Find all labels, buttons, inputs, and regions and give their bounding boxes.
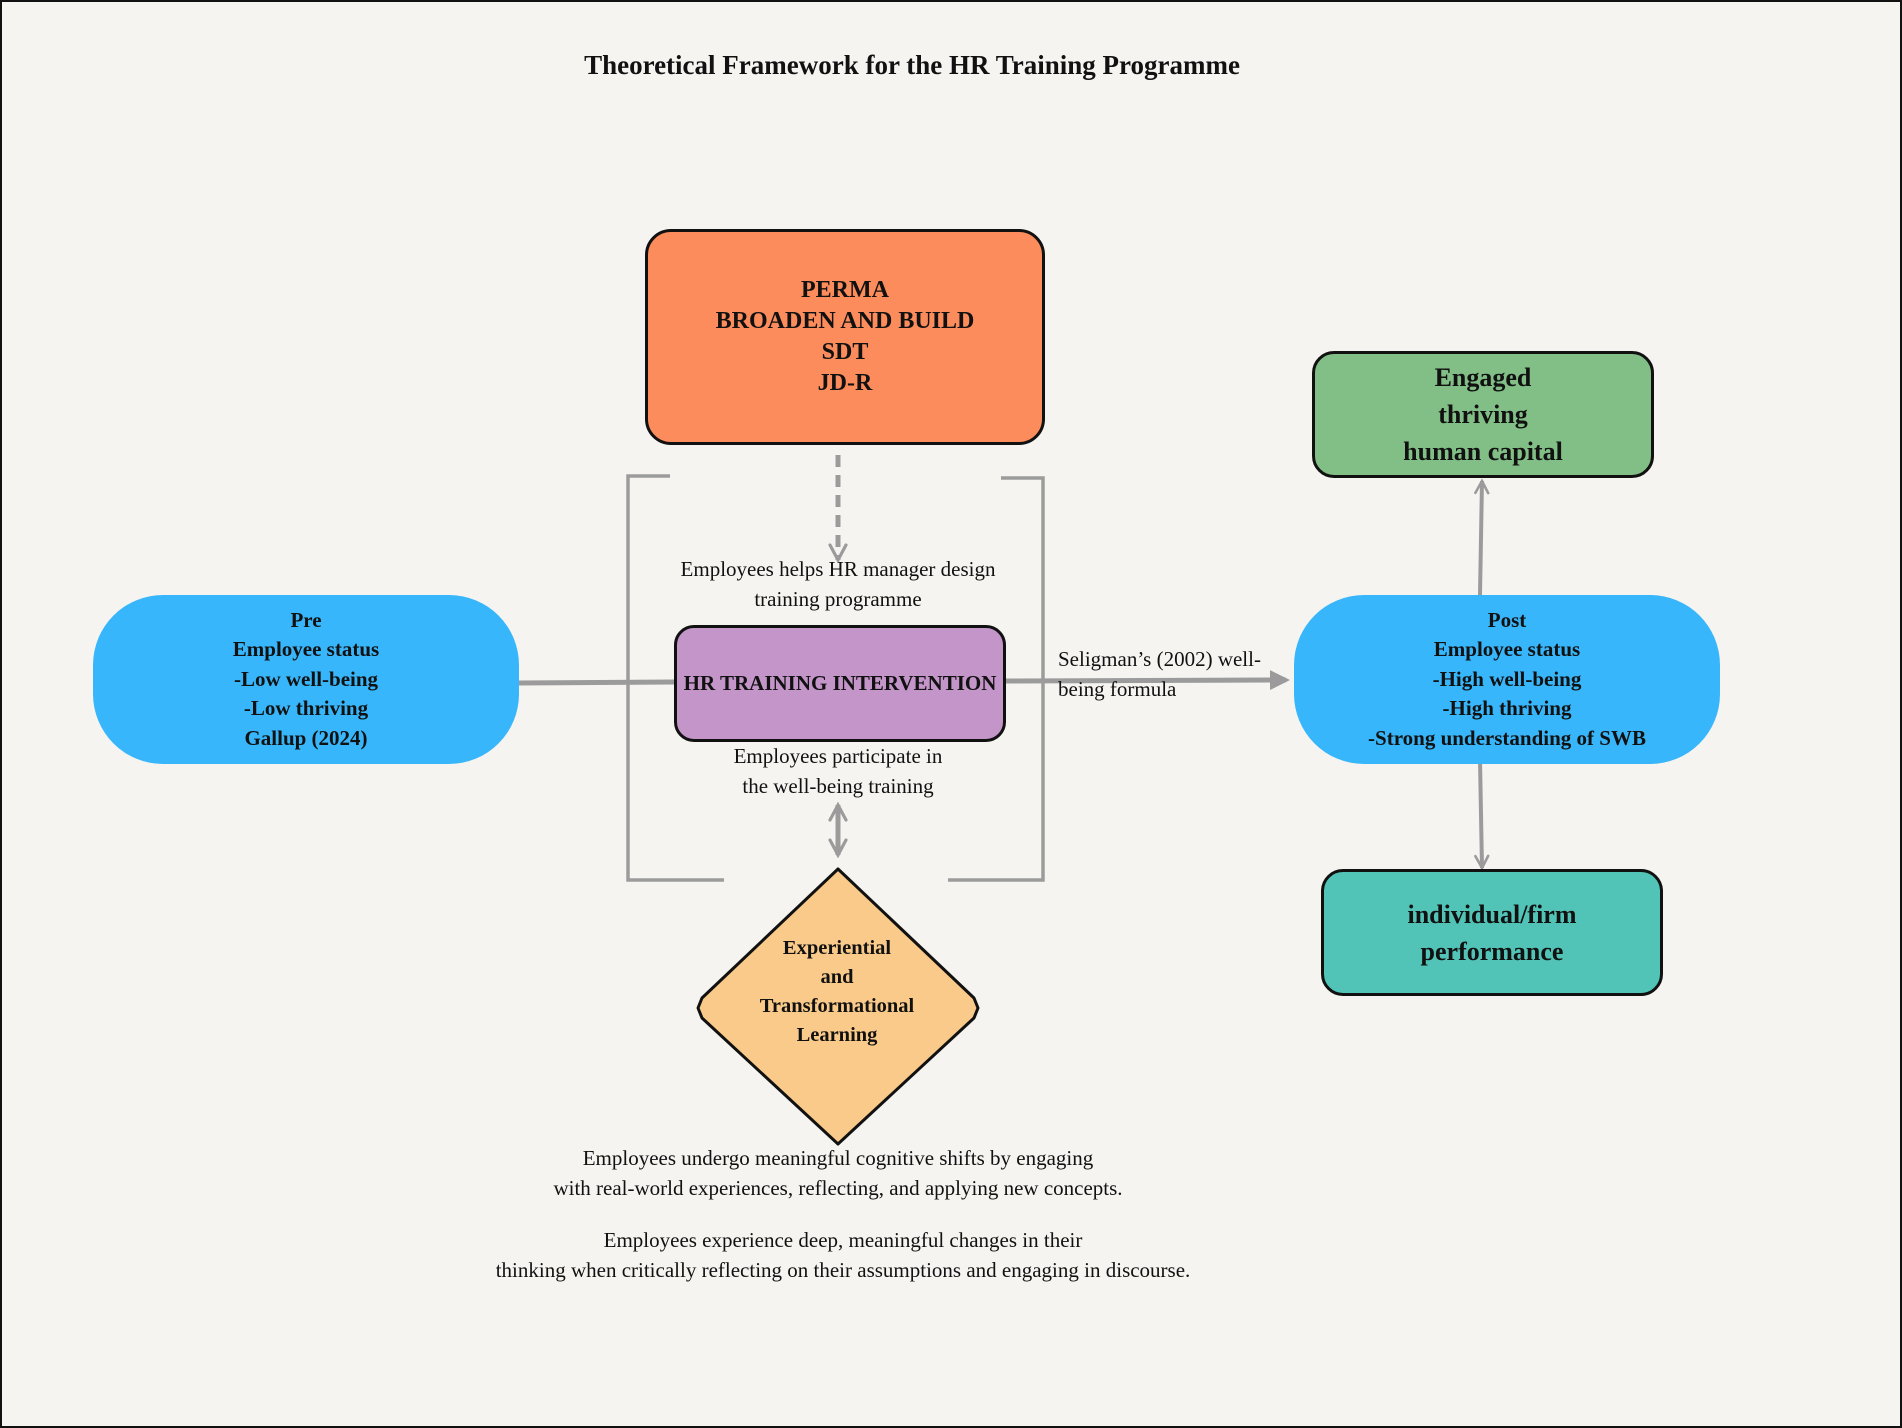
transformational-note: Employees experience deep, meaningful ch… <box>495 1228 1191 1282</box>
pre-source: Gallup (2024) <box>244 725 368 750</box>
pre-heading: Pre <box>290 607 322 632</box>
pre-status-box: Pre Employee status -Low well-being -Low… <box>93 595 519 764</box>
experiential-note: Employees undergo meaningful cognitive s… <box>553 1146 1123 1200</box>
theory-box: PERMA BROADEN AND BUILD SDT JD-R <box>645 229 1045 445</box>
intervention-label: HR TRAINING INTERVENTION <box>683 671 997 695</box>
performance-box: individual/firm performance <box>1321 869 1663 996</box>
theory-broaden-and-build: BROADEN AND BUILD <box>715 308 975 334</box>
post-to-engaged-arrow <box>1480 481 1482 596</box>
post-to-performance-arrow <box>1480 759 1482 868</box>
theory-perma: PERMA <box>801 277 889 303</box>
theory-sdt: SDT <box>821 339 869 365</box>
participation-note: Employees participate in the well-being … <box>733 744 943 798</box>
post-heading: Post <box>1487 607 1527 632</box>
formula-label: Seligman’s (2002) well- being formula <box>1058 647 1261 701</box>
design-note: Employees helps HR manager design traini… <box>680 557 996 611</box>
diagram-title: Theoretical Framework for the HR Trainin… <box>584 50 1240 80</box>
learning-label: Experiential and Transformational Learni… <box>759 937 915 1046</box>
theory-jdr: JD-R <box>817 370 873 396</box>
learning-diamond <box>696 867 980 1146</box>
post-status-box: Post Employee status -High well-being -H… <box>1294 595 1720 764</box>
intervention-to-post-arrow <box>1005 670 1290 691</box>
pre-to-intervention-line <box>518 679 675 686</box>
bracket-left <box>626 474 724 882</box>
hr-training-intervention-box: HR TRAINING INTERVENTION <box>674 625 1006 742</box>
engaged-human-capital-box: Engaged thriving human capital <box>1312 351 1654 478</box>
